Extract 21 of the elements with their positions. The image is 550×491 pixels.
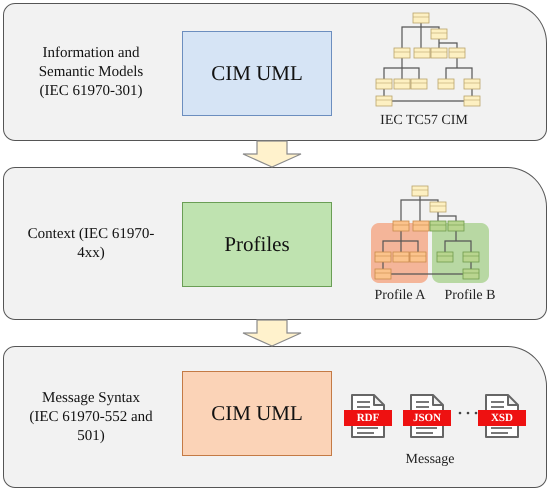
- diagram-caption: Message: [404, 451, 456, 469]
- box-title: CIM UML: [211, 400, 303, 427]
- block-arrow: [242, 319, 302, 347]
- block-arrow: [242, 140, 302, 168]
- format-tag: JSON: [403, 410, 451, 426]
- layer-label: Message Syntax (IEC 61970-552 and 501): [28, 388, 154, 446]
- format-tag: XSD: [478, 410, 526, 426]
- layer-panel: [3, 3, 547, 141]
- box-title: CIM UML: [211, 60, 303, 87]
- layer-label: Context (IEC 61970-4xx): [27, 224, 155, 262]
- diagram-caption: IEC TC57 CIM: [379, 112, 469, 130]
- profile-label: Profile A: [374, 287, 426, 305]
- box-title: Profiles: [224, 230, 290, 258]
- format-tag: RDF: [344, 410, 392, 426]
- profile-label: Profile B: [444, 287, 496, 305]
- layer-panel: [3, 167, 547, 320]
- model-box: [182, 371, 332, 456]
- layer-panel: [3, 346, 547, 488]
- layer-label: Information and Semantic Models (IEC 61970-301): [38, 44, 144, 100]
- model-box: [182, 202, 332, 287]
- model-box: [182, 31, 332, 116]
